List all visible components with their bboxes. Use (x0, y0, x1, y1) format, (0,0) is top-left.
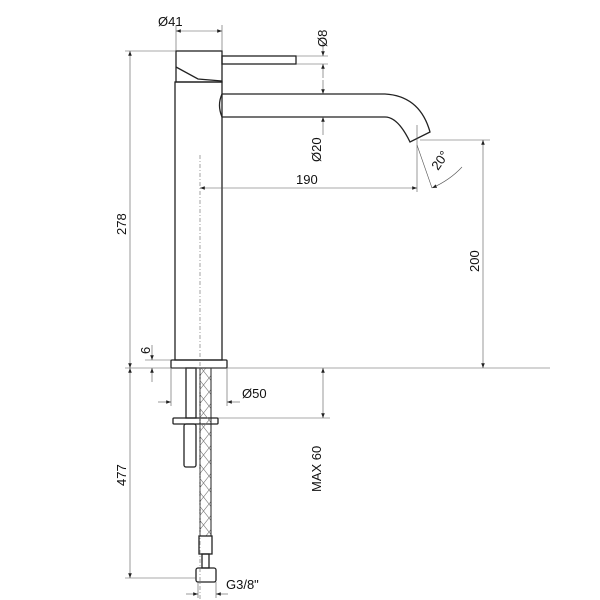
label-spout-angle: 20° (428, 148, 452, 173)
hose-fitting (198, 535, 213, 555)
label-spout-reach: 190 (296, 172, 318, 187)
dimension-labels: Ø41 Ø8 Ø20 190 20° 200 278 6 Ø50 MAX 60 … (114, 14, 482, 592)
hose-nut (195, 567, 217, 583)
base-flange (170, 359, 228, 369)
rod-end (183, 423, 197, 468)
label-lever-diameter: Ø8 (315, 30, 330, 47)
flexible-hose (199, 367, 212, 537)
faucet-outline (170, 50, 431, 583)
handle-cut (175, 66, 223, 82)
label-spout-diameter: Ø20 (309, 137, 324, 162)
label-max-deck-thickness: MAX 60 (309, 446, 324, 492)
body-column (174, 81, 223, 361)
label-spout-height: 200 (467, 250, 482, 272)
lever (221, 55, 297, 65)
handle-block (175, 50, 223, 83)
label-total-height: 278 (114, 213, 129, 235)
extension-lines (125, 25, 550, 600)
label-base-thickness: 6 (138, 347, 153, 354)
label-hose-length: 477 (114, 464, 129, 486)
threaded-rod (185, 367, 197, 419)
spout (222, 93, 431, 143)
dimension-lines (128, 29, 485, 596)
label-handle-diameter: Ø41 (158, 14, 183, 29)
label-base-diameter: Ø50 (242, 386, 267, 401)
label-connection-thread: G3/8" (226, 577, 259, 592)
